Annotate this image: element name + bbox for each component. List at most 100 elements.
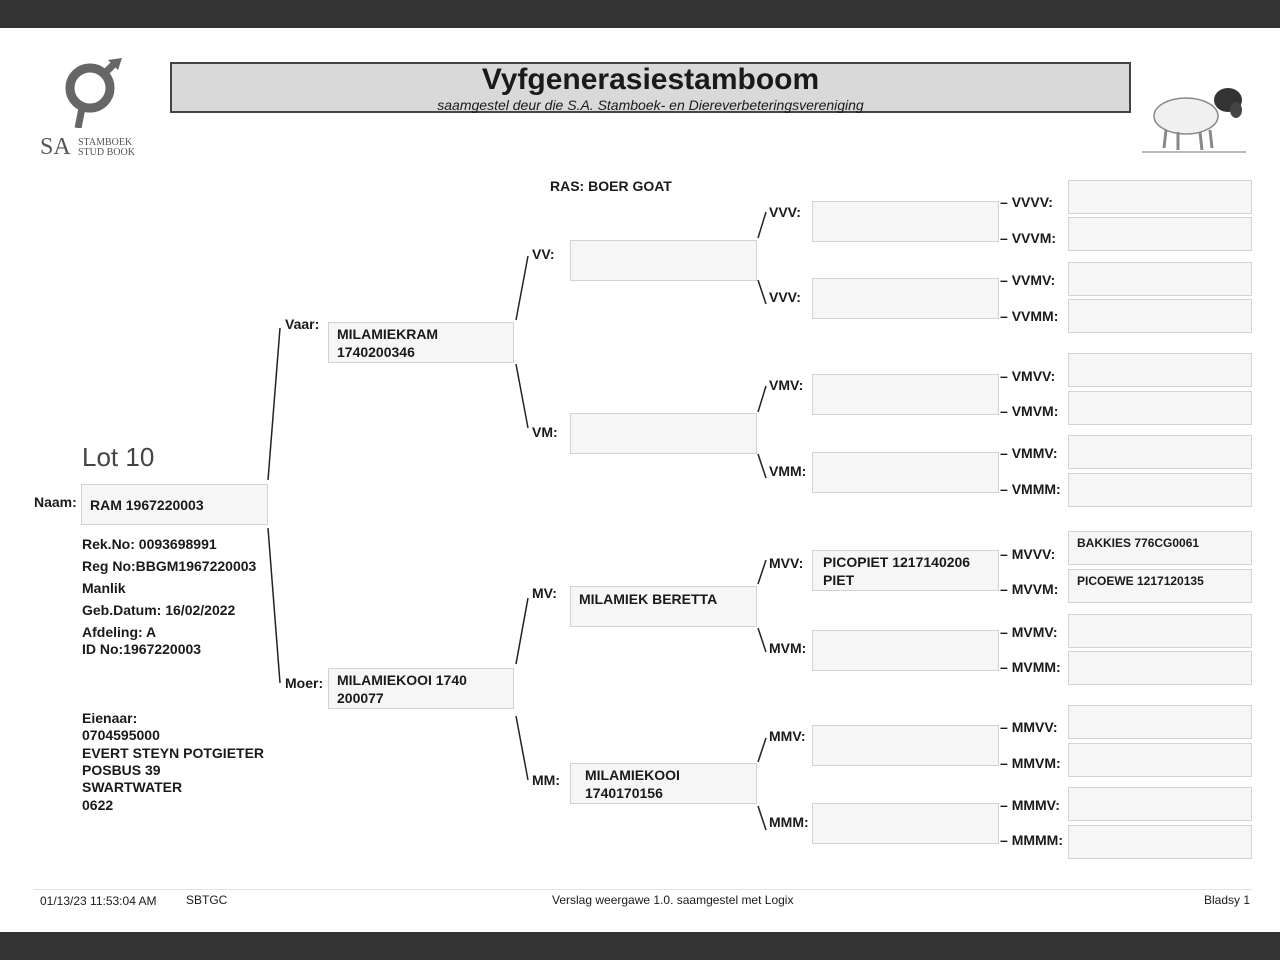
mm-number: 1740170156 — [585, 785, 663, 801]
vmm-label: VMM: — [769, 463, 807, 479]
vmm-box — [812, 452, 999, 493]
dam-number: 200077 — [337, 690, 384, 706]
name-label: Naam: — [34, 494, 77, 510]
sire-label: Vaar: — [285, 316, 320, 332]
vvm-box — [812, 278, 999, 319]
mvvm-name: PICOEWE 1217120135 — [1077, 574, 1204, 588]
mvv-box: PICOPIET 1217140206 PIET — [812, 550, 999, 591]
mmmv-box — [1068, 787, 1252, 821]
mv-box: MILAMIEK BERETTA — [570, 586, 757, 627]
mmmm-label: – MMMM: — [1000, 832, 1063, 848]
vvmv-label: – VVMV: — [1000, 272, 1056, 288]
breed-label: RAS: BOER GOAT — [550, 178, 672, 194]
reg-no: Reg No:BBGM1967220003 — [82, 558, 257, 574]
vvm-label: VVV: — [769, 289, 801, 305]
mmm-box — [812, 803, 999, 844]
vmmv-label: – VMMV: — [1000, 445, 1058, 461]
mvmm-box — [1068, 651, 1252, 685]
vmmv-box — [1068, 435, 1252, 469]
subject-box: RAM 1967220003 — [81, 484, 268, 525]
sex: Manlik — [82, 580, 126, 596]
vvv-label: VVV: — [769, 204, 801, 220]
mmmm-box — [1068, 825, 1252, 859]
title-bar: Vyfgenerasiestamboom saamgestel deur die… — [170, 62, 1131, 113]
mvmv-label: – MVMV: — [1000, 624, 1058, 640]
mm-name: MILAMIEKOOI — [585, 767, 680, 783]
vmv-label: VMV: — [769, 377, 804, 393]
mmvv-label: – MMVV: — [1000, 719, 1058, 735]
owner-address2: SWARTWATER — [82, 779, 183, 795]
subject-name: RAM 1967220003 — [90, 497, 204, 513]
sire-name: MILAMIEKRAM — [337, 326, 439, 342]
vmmm-box — [1068, 473, 1252, 507]
dam-label: Moer: — [285, 675, 324, 691]
vvvv-label: – VVVV: — [1000, 194, 1053, 210]
rek-no: Rek.No: 0093698991 — [82, 536, 217, 552]
sire-number: 1740200346 — [337, 344, 415, 360]
gender-symbol-icon — [65, 58, 122, 129]
mvvv-box: BAKKIES 776CG0061 — [1068, 531, 1252, 565]
logo-sa-text: SA — [40, 134, 71, 160]
mvm-label: MVM: — [769, 640, 807, 656]
mmv-box — [812, 725, 999, 766]
vvmm-box — [1068, 299, 1252, 333]
owner-name: EVERT STEYN POTGIETER — [82, 745, 265, 761]
vv-label: VV: — [532, 246, 555, 262]
footer-divider — [34, 889, 1252, 890]
mmvm-label: – MMVM: — [1000, 755, 1061, 771]
pedigree-page: SA STAMBOEK STUD BOOK Vyfgenerasiestambo… — [0, 28, 1280, 932]
page-title: Vyfgenerasiestamboom — [481, 63, 820, 96]
logo-line2: STUD BOOK — [78, 147, 135, 158]
birth-date: Geb.Datum: 16/02/2022 — [82, 602, 236, 618]
owner-phone: 0704595000 — [82, 727, 160, 743]
vm-box — [570, 413, 757, 454]
mvvm-box: PICOEWE 1217120135 — [1068, 569, 1252, 603]
mvvv-label: – MVVV: — [1000, 546, 1056, 562]
vvvm-box — [1068, 217, 1252, 251]
mvvv-name: BAKKIES 776CG0061 — [1077, 536, 1200, 550]
mmvv-box — [1068, 705, 1252, 739]
vmvv-label: – VMVV: — [1000, 368, 1056, 384]
vm-label: VM: — [532, 424, 558, 440]
page-subtitle: saamgestel deur die S.A. Stamboek- en Di… — [437, 97, 864, 113]
vmvv-box — [1068, 353, 1252, 387]
vvmv-box — [1068, 262, 1252, 296]
mm-label: MM: — [532, 772, 560, 788]
owner-code: 0622 — [82, 797, 114, 813]
mvv-name: PICOPIET 1217140206 — [823, 554, 971, 570]
sa-studbook-logo: SA STAMBOEK STUD BOOK — [38, 58, 148, 163]
footer-timestamp: 01/13/23 11:53:04 AM — [40, 894, 157, 908]
mv-name: MILAMIEK BERETTA — [579, 591, 718, 607]
mvmv-box — [1068, 614, 1252, 648]
section: Afdeling: A — [82, 624, 157, 640]
vmv-box — [812, 374, 999, 415]
mvmm-label: – MVMM: — [1000, 659, 1061, 675]
mmvm-box — [1068, 743, 1252, 777]
vmvm-label: – VMVM: — [1000, 403, 1059, 419]
mvm-box — [812, 630, 999, 671]
vmmm-label: – VMMM: — [1000, 481, 1061, 497]
dam-box: MILAMIEKOOI 1740 200077 — [328, 668, 514, 709]
pedigree-connector-lines — [267, 211, 767, 831]
mmmv-label: – MMMV: — [1000, 797, 1060, 813]
id-no: ID No:1967220003 — [82, 641, 202, 657]
sire-box: MILAMIEKRAM 1740200346 — [328, 322, 514, 363]
footer-code: SBTGC — [186, 893, 228, 907]
vvmm-label: – VVMM: — [1000, 308, 1059, 324]
boer-goat-image — [1138, 72, 1250, 154]
mvv-label: MVV: — [769, 555, 804, 571]
mm-box: MILAMIEKOOI 1740170156 — [570, 763, 757, 804]
logo-line1: STAMBOEK — [78, 137, 133, 148]
owner-label: Eienaar: — [82, 710, 138, 726]
mmm-label: MMM: — [769, 814, 809, 830]
vvv-box — [812, 201, 999, 242]
dam-name: MILAMIEKOOI 1740 — [337, 672, 467, 688]
mvv-name-cont: PIET — [823, 572, 855, 588]
mvvm-label: – MVVM: — [1000, 581, 1059, 597]
vmvm-box — [1068, 391, 1252, 425]
vvvv-box — [1068, 180, 1252, 214]
vvvm-label: – VVVM: — [1000, 230, 1057, 246]
mmv-label: MMV: — [769, 728, 806, 744]
owner-address1: POSBUS 39 — [82, 762, 161, 778]
mv-label: MV: — [532, 585, 557, 601]
